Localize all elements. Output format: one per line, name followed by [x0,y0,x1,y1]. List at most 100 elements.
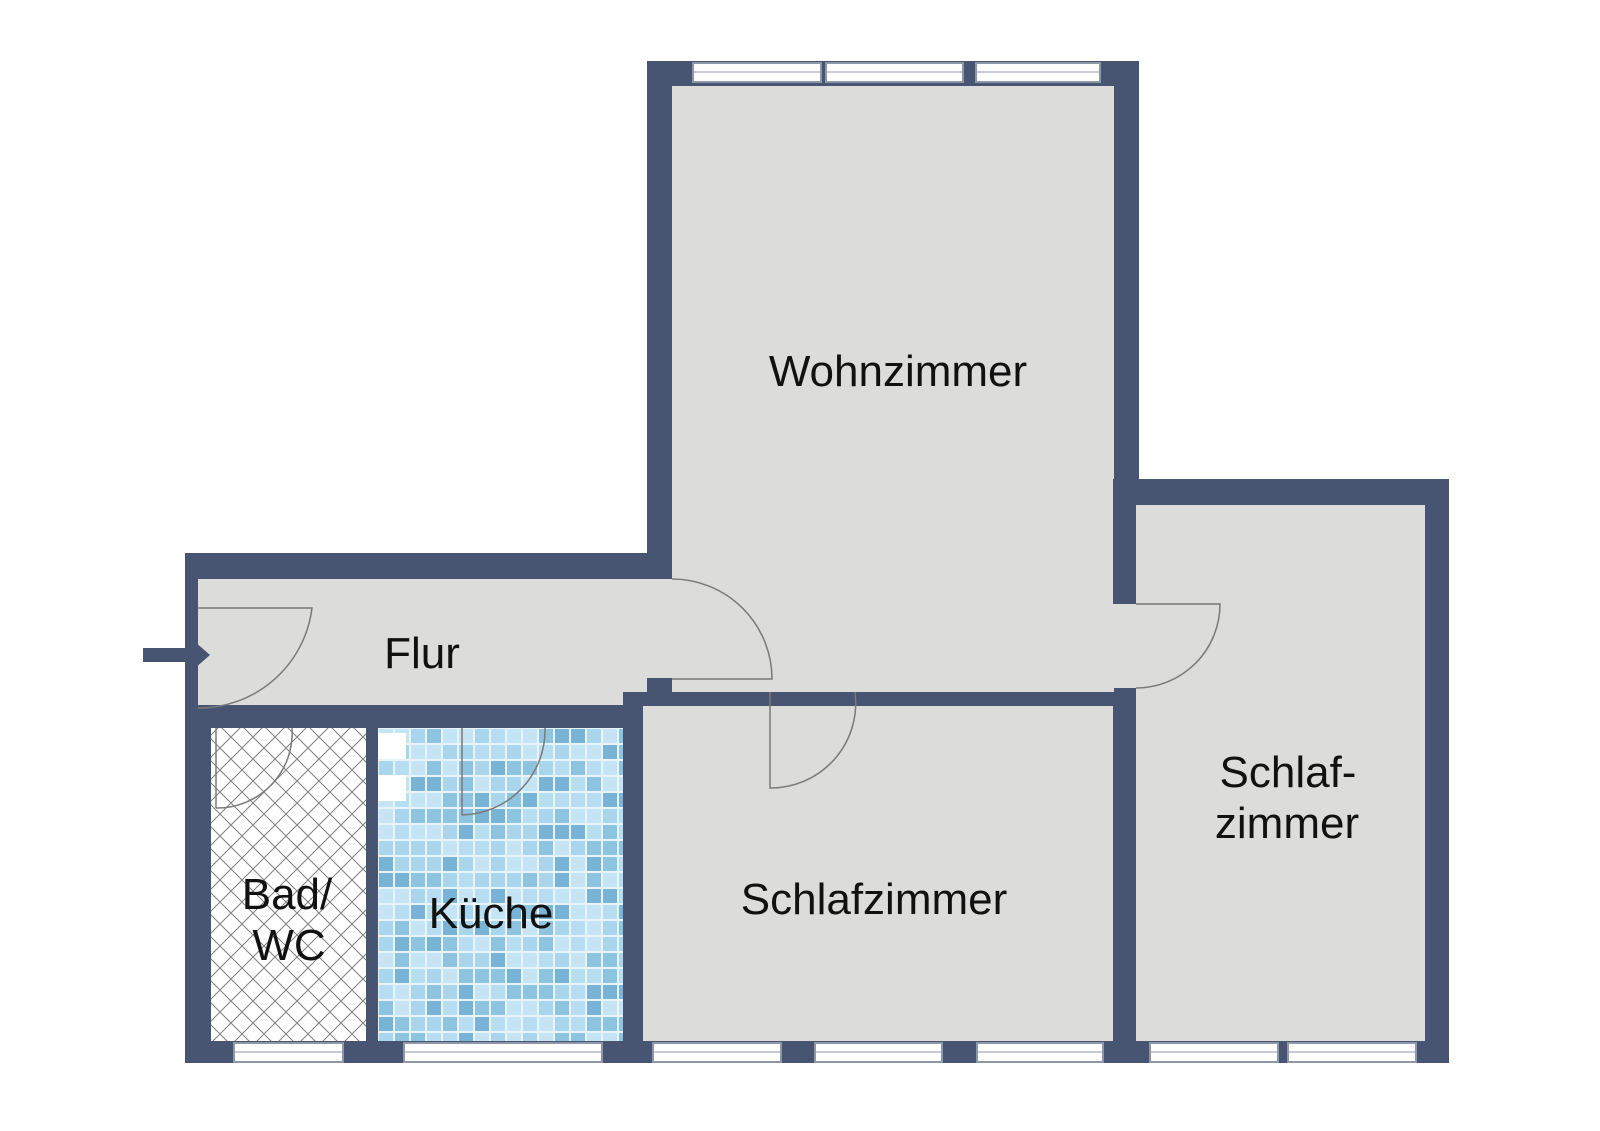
kitchen-tile [587,761,601,775]
kitchen-tile [411,889,425,903]
kitchen-tile [587,889,601,903]
kitchen-tile [523,825,537,839]
kitchen-tile [571,873,585,887]
kitchen-tile [443,809,457,823]
kitchen-tile [411,729,425,743]
kitchen-tile [427,969,441,983]
wall-wohn-right-lower [1113,479,1136,604]
kitchen-tile [459,761,473,775]
kitchen-tile [555,985,569,999]
door-entrance [197,607,313,709]
floor-bad [211,728,366,1041]
kitchen-tile [571,937,585,951]
kitchen-tile [459,841,473,855]
kitchen-tile [587,1017,601,1031]
entrance-arrow-icon [143,634,210,676]
kitchen-tile [507,905,521,919]
kitchen-tile [475,889,489,903]
kitchen-tile [379,761,393,775]
kitchen-tile [571,1017,585,1031]
kitchen-tile [539,761,553,775]
kitchen-tile [603,905,617,919]
kitchen-tile [379,937,393,951]
kitchen-tile [555,1033,569,1041]
kitchen-tile [459,729,473,743]
kitchen-tile [427,729,441,743]
kitchen-tile [603,809,617,823]
kitchen-tile [555,905,569,919]
kitchen-tile [491,761,505,775]
kitchen-tile [475,857,489,871]
kitchen-tile [555,777,569,791]
kitchen-tile [587,921,601,935]
kitchen-tile [491,1001,505,1015]
kitchen-tile [443,729,457,743]
kitchen-tile [571,953,585,967]
kitchen-tile [507,745,521,759]
kitchen-tile [491,1033,505,1041]
kitchen-tile [459,793,473,807]
label-schlafzimmer: Schlafzimmer [741,875,1008,924]
kitchen-tile [555,953,569,967]
kitchen-tile [507,857,521,871]
kitchen-tile [475,777,489,791]
kitchen-tile [587,953,601,967]
kitchen-tile [395,857,409,871]
kitchen-tile [619,1033,623,1041]
kitchen-tile [603,953,617,967]
kitchen-tile [507,921,521,935]
kitchen-tile [539,809,553,823]
kitchen-tile [427,841,441,855]
kitchen-tile [555,1017,569,1031]
floors [198,86,1425,1041]
kitchen-tile [603,857,617,871]
kitchen-tile [459,889,473,903]
kitchen-tile [587,905,601,919]
kitchen-tile [539,953,553,967]
wall-flur-left-stub [185,705,209,728]
kitchen-tile [475,969,489,983]
kitchen-tile [411,793,425,807]
kitchen-tile [427,985,441,999]
kitchen-tile [411,985,425,999]
kitchen-tile [379,1033,393,1041]
kitchen-tile [603,969,617,983]
kitchen-tile [475,873,489,887]
kitchen-tile [379,825,393,839]
kitchen-tile [427,793,441,807]
kitchen-tile [475,825,489,839]
kitchen-tile [571,761,585,775]
kitchen-tile [427,889,441,903]
kitchen-tile [507,793,521,807]
kitchen-tile [539,841,553,855]
kitchen-tile [619,937,623,951]
kitchen-tile [395,953,409,967]
kitchen-tile [395,825,409,839]
kitchen-tile [491,809,505,823]
kitchen-tile [539,825,553,839]
kitchen-tile [571,745,585,759]
kitchen-tile [619,729,623,743]
door-schlafzimmer [769,691,857,789]
kitchen-tile [475,1033,489,1041]
shaft-box-lower [378,775,406,801]
kitchen-tile [459,921,473,935]
kitchen-tile [603,761,617,775]
kitchen-tile [523,969,537,983]
kitchen-tile [459,777,473,791]
kitchen-tile [443,921,457,935]
kitchen-tile [443,985,457,999]
kitchen-tile [603,793,617,807]
kitchen-tile [571,825,585,839]
kitchen-tile [587,969,601,983]
kitchen-tile [523,953,537,967]
kitchen-tile [555,825,569,839]
kitchen-tile [427,1001,441,1015]
kitchen-tile [555,809,569,823]
kitchen-tile [523,841,537,855]
kitchen-tile [555,729,569,743]
kitchen-tile [491,825,505,839]
kitchen-tile [603,1033,617,1041]
kitchen-tile [507,809,521,823]
